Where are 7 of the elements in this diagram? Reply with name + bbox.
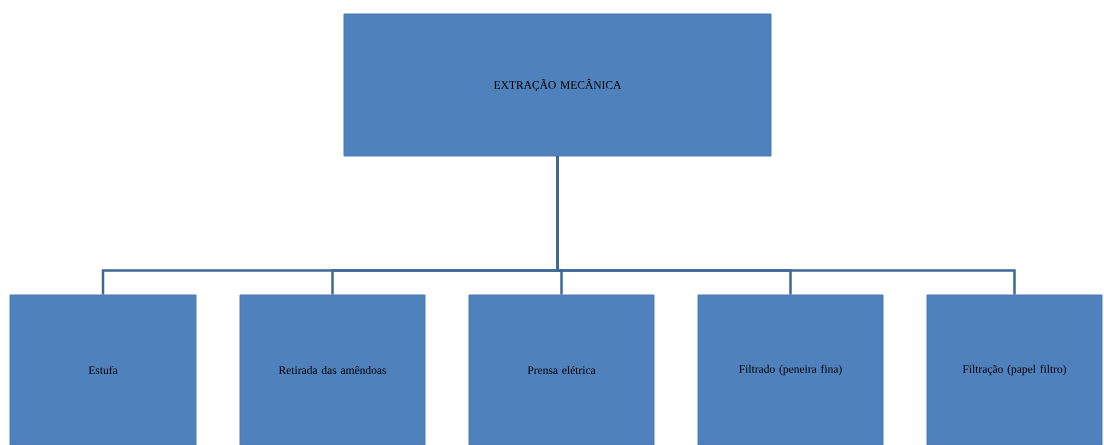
process-box: Filtração (papel filtro) — [926, 294, 1103, 445]
connector-line — [556, 156, 1016, 295]
process-box: Filtrado (peneira fina) — [697, 294, 884, 445]
process-box: Estufa — [9, 294, 197, 445]
process-box: Prensa elétrica — [468, 294, 655, 445]
title-box: EXTRAÇÃO MECÂNICA — [343, 13, 772, 157]
process-box: Retirada das amêndoas — [239, 294, 426, 445]
